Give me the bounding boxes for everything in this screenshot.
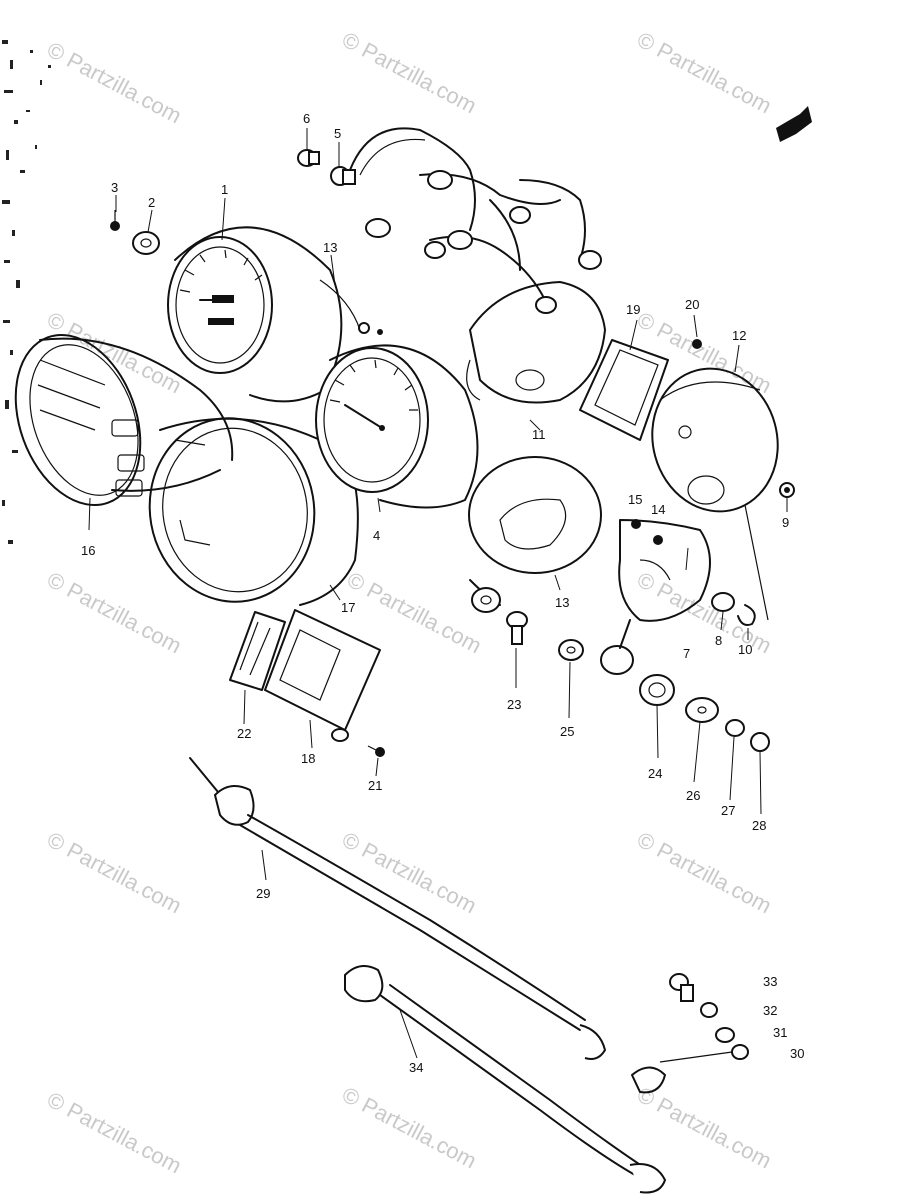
nut-28 (750, 732, 770, 752)
callout-28: 28 (752, 818, 767, 833)
callout-13a: 13 (323, 240, 338, 255)
plate-19 (579, 339, 669, 441)
callout-5: 5 (334, 126, 342, 141)
nut-9 (779, 482, 795, 498)
callout-12: 12 (732, 328, 747, 343)
bolt-23 (506, 611, 528, 645)
meter-bracket-lower (468, 456, 602, 613)
bolt-33 (669, 973, 694, 1002)
callout-15: 15 (628, 492, 643, 507)
callout-20: 20 (685, 297, 700, 312)
callout-29: 29 (256, 886, 271, 901)
screw-3 (110, 210, 120, 231)
callout-10: 10 (738, 642, 753, 657)
callout-3: 3 (111, 180, 119, 195)
cushion-24 (639, 674, 675, 706)
screw-15 (631, 519, 641, 529)
collar-8 (711, 592, 735, 612)
callout-32: 32 (763, 1003, 778, 1018)
speedometer (167, 226, 343, 403)
screw-21 (367, 745, 385, 757)
washer-27 (725, 719, 745, 737)
callout-19: 19 (626, 302, 641, 317)
callout-7: 7 (683, 646, 691, 661)
cover-12 (651, 367, 779, 513)
callout-26: 26 (686, 788, 701, 803)
callout-33: 33 (763, 974, 778, 989)
indicator-panel-22 (229, 611, 286, 691)
callout-1: 1 (221, 182, 229, 197)
wire-harness (349, 127, 602, 314)
meter-case-left (14, 333, 234, 507)
callout-18: 18 (301, 751, 316, 766)
clip-10 (737, 504, 769, 626)
front-arrow-icon (776, 106, 812, 142)
callout-8: 8 (715, 633, 723, 648)
screw-20 (692, 339, 702, 349)
tachometer (315, 344, 479, 509)
bulb-socket-5 (330, 166, 356, 186)
callout-21: 21 (368, 778, 383, 793)
callout-4: 4 (373, 528, 381, 543)
indicator-bracket-18 (264, 609, 381, 742)
callout-16: 16 (81, 543, 96, 558)
callout-30: 30 (790, 1046, 805, 1061)
indicator-housing (466, 281, 606, 404)
screw-14 (653, 535, 663, 545)
grommet-2 (132, 231, 160, 255)
washer-26 (685, 697, 719, 723)
bulb-socket-6 (297, 149, 320, 167)
washer-31 (715, 1027, 735, 1043)
callout-13b: 13 (555, 595, 570, 610)
callout-25: 25 (560, 724, 575, 739)
callout-27: 27 (721, 803, 736, 818)
callout-34: 34 (409, 1060, 424, 1075)
washer-25 (558, 639, 584, 661)
speedometer-cable-29 (189, 757, 607, 1060)
scan-noise (2, 40, 51, 544)
callout-14: 14 (651, 502, 666, 517)
callout-22: 22 (237, 726, 252, 741)
callout-6: 6 (303, 111, 311, 126)
callout-23: 23 (507, 697, 522, 712)
callout-31: 31 (773, 1025, 788, 1040)
meter-bracket-upper (319, 279, 383, 335)
leader-lines (88, 128, 788, 1059)
washer-32 (700, 1002, 718, 1018)
tachometer-cable-34 (344, 965, 667, 1194)
callout-17: 17 (341, 600, 356, 615)
callout-2: 2 (148, 195, 156, 210)
clamp-30 (631, 1044, 749, 1094)
callout-9: 9 (782, 515, 790, 530)
callout-24: 24 (648, 766, 663, 781)
callout-11: 11 (532, 427, 546, 442)
bracket-7 (600, 519, 711, 675)
